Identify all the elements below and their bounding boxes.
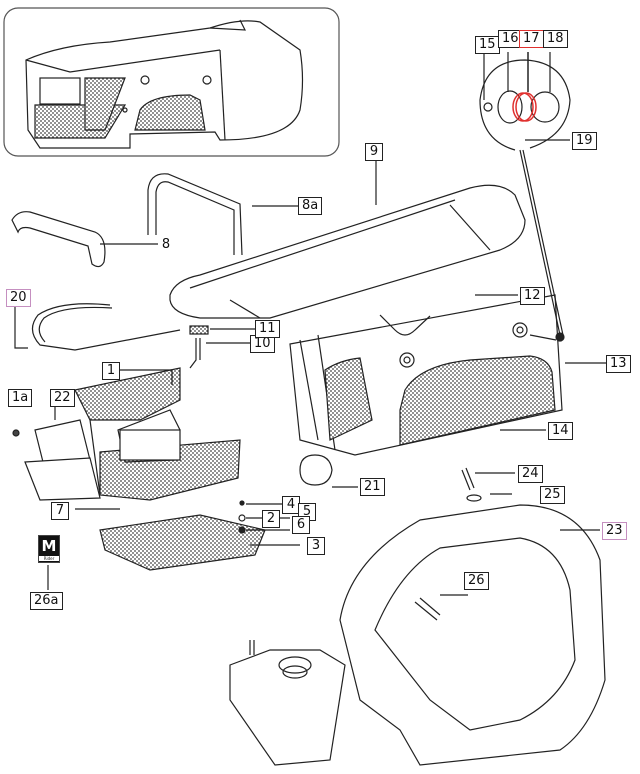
callout-17[interactable]: 17 xyxy=(519,30,544,48)
callout-18[interactable]: 18 xyxy=(543,30,568,48)
callout-1[interactable]: 1 xyxy=(102,362,120,380)
callout-11[interactable]: 11 xyxy=(255,320,280,338)
part-14-grille xyxy=(399,355,556,446)
callout-6[interactable]: 6 xyxy=(292,516,310,534)
callout-26a[interactable]: 26a xyxy=(30,592,63,610)
callout-9[interactable]: 9 xyxy=(365,143,383,161)
callout-23[interactable]: 23 xyxy=(602,522,627,540)
callout-16[interactable]: 16 xyxy=(498,30,523,48)
callout-14[interactable]: 14 xyxy=(548,422,573,440)
callout-4[interactable]: 4 xyxy=(282,496,300,514)
callout-12[interactable]: 12 xyxy=(520,287,545,305)
callout-22[interactable]: 22 xyxy=(50,389,75,407)
part-1-front-grille xyxy=(74,367,181,421)
callout-13[interactable]: 13 xyxy=(606,355,631,373)
callout-3[interactable]: 3 xyxy=(307,537,325,555)
callout-1a[interactable]: 1a xyxy=(8,389,33,407)
callout-8[interactable]: 8 xyxy=(158,237,174,253)
callout-26[interactable]: 26 xyxy=(464,572,489,590)
callout-20[interactable]: 20 xyxy=(6,289,31,307)
fuel-cap-detail xyxy=(479,59,571,151)
part-7-headlight xyxy=(24,457,101,501)
callout-7[interactable]: 7 xyxy=(51,502,69,520)
part-8-handle xyxy=(11,211,106,268)
callout-24[interactable]: 24 xyxy=(518,465,543,483)
callout-25[interactable]: 25 xyxy=(540,486,565,504)
part-23-dash-frame xyxy=(339,504,606,766)
bottom-mount-plate xyxy=(229,649,346,766)
part-8a-bar xyxy=(147,173,243,256)
callout-21[interactable]: 21 xyxy=(360,478,385,496)
overview-inset-frame xyxy=(3,7,340,157)
assembled-hood-illustration xyxy=(25,19,304,149)
callout-19[interactable]: 19 xyxy=(572,132,597,150)
callout-15[interactable]: 15 xyxy=(475,36,500,54)
part-9-hood-top xyxy=(169,184,526,319)
callout-8a[interactable]: 8a xyxy=(298,197,323,215)
part-3-lower-bumper xyxy=(99,514,266,571)
callout-2[interactable]: 2 xyxy=(262,510,280,528)
part-20-seal xyxy=(31,303,181,351)
